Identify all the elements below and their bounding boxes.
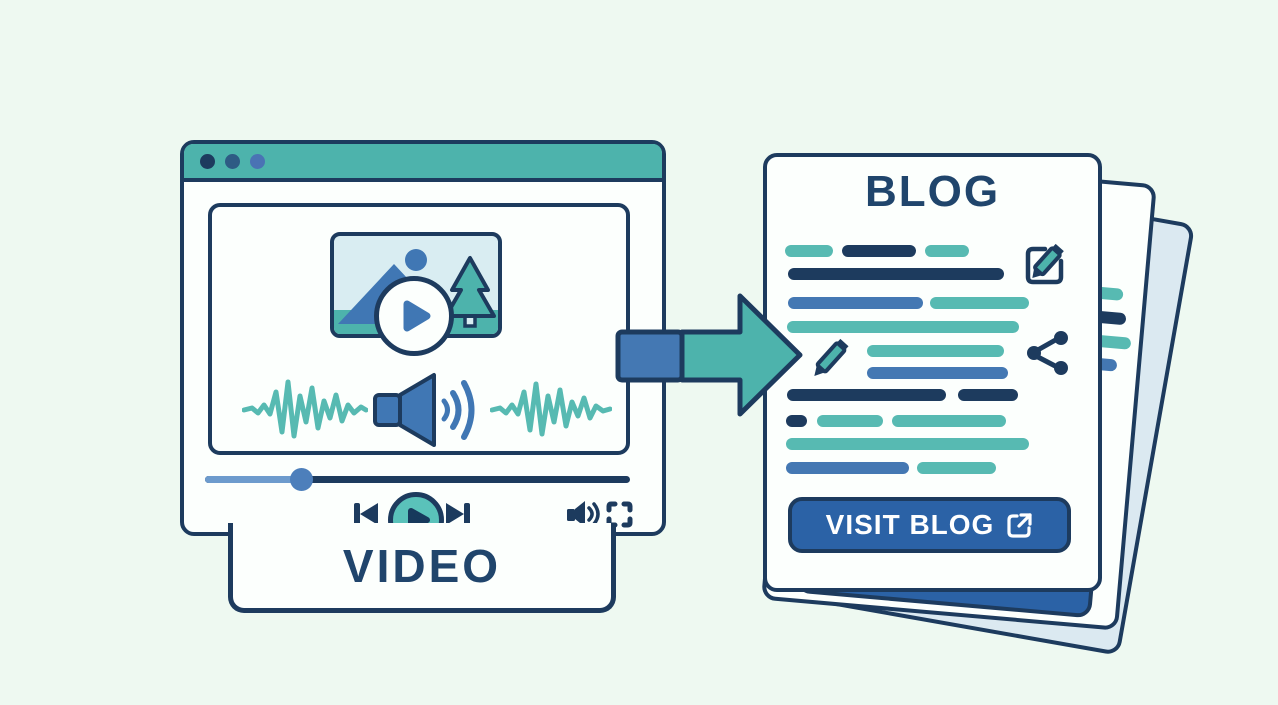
text-line-bar (786, 438, 1029, 450)
text-line-bar (958, 389, 1018, 401)
progress-bar-played (205, 476, 303, 483)
text-line-bar (930, 297, 1029, 309)
video-label: VIDEO (342, 539, 502, 592)
text-line-bar (788, 268, 1004, 280)
visit-blog-label: VISIT BLOG (825, 509, 995, 540)
waveform-left-icon (242, 379, 368, 439)
progress-knob[interactable] (290, 468, 313, 491)
text-line-bar (925, 245, 969, 257)
play-icon (403, 300, 431, 332)
conversion-arrow-icon (615, 293, 803, 417)
play-overlay-button[interactable] (374, 276, 454, 356)
next-track-button[interactable] (444, 500, 472, 528)
text-line-bar (787, 389, 946, 401)
blog-page: BLOG VISIT BLOG (763, 153, 1102, 592)
visit-blog-button[interactable]: VISIT BLOG (788, 497, 1071, 553)
progress-bar[interactable] (205, 476, 630, 483)
speaker-icon (373, 373, 475, 447)
pencil-icon[interactable] (811, 333, 857, 379)
text-line-bar (867, 345, 1004, 357)
text-line-bar (786, 415, 807, 427)
volume-button[interactable] (566, 498, 604, 530)
text-line-bar (917, 462, 996, 474)
video-label-tab: VIDEO (228, 523, 616, 613)
text-line-bar (788, 297, 923, 309)
blog-title: BLOG (864, 167, 1001, 216)
text-line-bar (817, 415, 883, 427)
previous-track-button[interactable] (352, 500, 380, 528)
external-link-icon (1007, 512, 1032, 538)
edit-icon[interactable] (1023, 235, 1071, 287)
text-line-bar (787, 321, 1019, 333)
window-titlebar (184, 144, 662, 182)
share-icon[interactable] (1025, 329, 1071, 377)
text-line-bar (785, 245, 833, 257)
waveform-right-icon (490, 381, 612, 437)
text-line-bar (892, 415, 1006, 427)
text-line-bar (867, 367, 1008, 379)
window-dot-icon (200, 153, 215, 169)
text-line-bar (842, 245, 916, 257)
window-dot-icon (250, 153, 265, 169)
text-line-bar (786, 462, 909, 474)
window-dot-icon (225, 153, 240, 169)
